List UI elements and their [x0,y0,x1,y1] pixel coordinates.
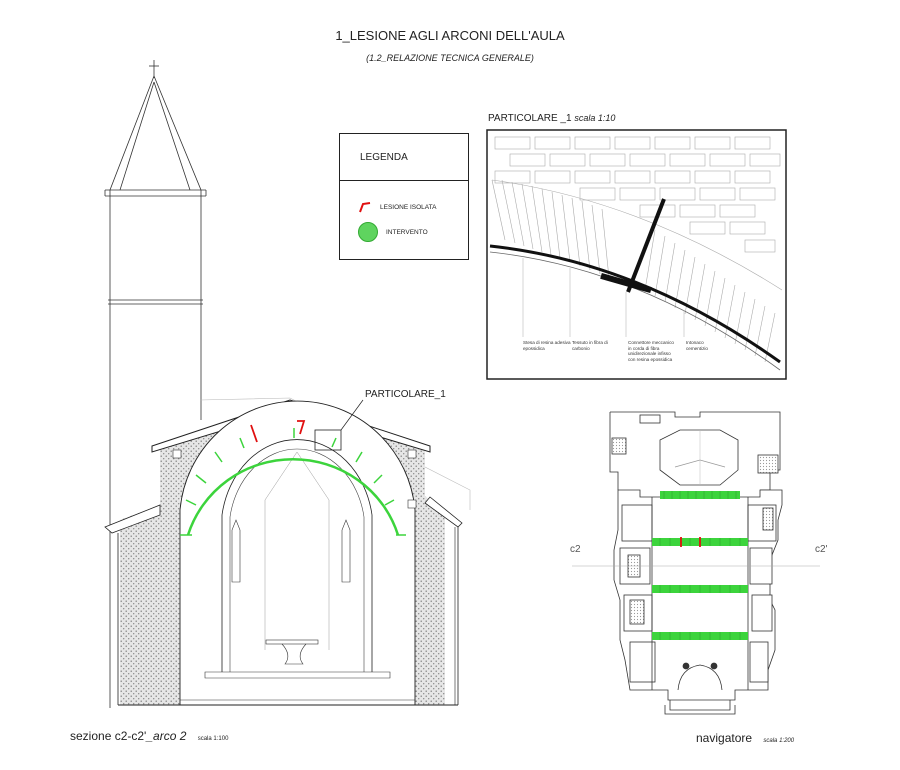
detail-scale: scala 1:10 [574,113,616,123]
navigator-interventions [652,491,748,640]
detail-note-plaster: Intonaco cementizio [686,340,708,351]
navigator-label: navigatore scala 1:200 [696,731,794,745]
legend-title: LEGENDA [360,152,408,163]
legend-item-intervention: INTERVENTO [358,222,428,242]
intervention-symbol-icon [358,222,378,242]
cut-label-right: c2' [815,544,828,555]
drawing-subtitle: (1.2_RELAZIONE TECNICA GENERALE) [366,53,534,63]
detail-1-drawing [486,129,787,380]
detail-title-text: PARTICOLARE _1 [488,113,572,124]
navigator-scale: scala 1:200 [763,738,795,744]
lesion-symbol-icon [358,200,372,214]
detail-note-connector: Connettore meccanico in corda di fibra u… [628,340,674,362]
legend-label-lesion: LESIONE ISOLATA [380,203,437,211]
detail-note-resin: Stesa di resina adesiva epossidica [523,340,571,351]
legend-header: LEGENDA [340,134,468,181]
detail-note-fabric: Tessuto in fibra di carbonio [572,340,608,351]
drawing-title: 1_LESIONE AGLI ARCONI DELL'AULA [335,28,565,43]
section-label-text: sezione c2-c2' [70,729,147,743]
cut-label-left: c2 [570,544,581,555]
legend: LEGENDA LESIONE ISOLATA INTERVENTO [339,133,469,260]
legend-label-intervention: INTERVENTO [386,228,428,236]
bell-tower [104,60,207,708]
legend-item-lesion: LESIONE ISOLATA [358,200,436,214]
navigator-plan [572,411,820,715]
section-label: sezione c2-c2'_arco 2 scala 1:100 [70,729,228,743]
church-section [104,397,471,706]
section-label-arch: _arco 2 [146,729,187,743]
detail-callout: PARTICOLARE_1 [365,389,446,400]
detail-title: PARTICOLARE _1 scala 1:10 [488,113,615,124]
section-scale: scala 1:100 [197,736,229,742]
navigator-label-text: navigatore [696,731,753,745]
